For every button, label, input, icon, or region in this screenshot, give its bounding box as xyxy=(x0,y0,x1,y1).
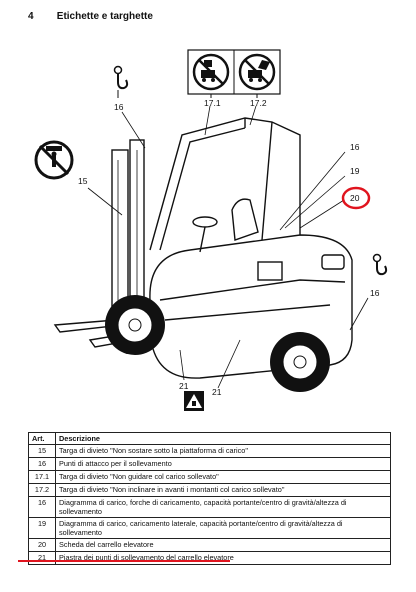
row-art: 15 xyxy=(28,444,56,458)
row-description: Diagramma di carico, forche di caricamen… xyxy=(55,496,391,518)
table-row: 16 Diagramma di carico, forche di carica… xyxy=(28,496,391,518)
row-art: 16 xyxy=(28,457,56,471)
highlight-underline xyxy=(18,560,230,562)
row-art: 21 xyxy=(28,551,56,565)
no-standing-under-load-icon xyxy=(34,140,74,180)
column-header-art: Art. xyxy=(28,432,56,445)
row-description: Piastra dei punti di sollevamento del ca… xyxy=(55,551,391,565)
callout-16-hook: 16 xyxy=(114,102,124,112)
callout-17-2: 17.2 xyxy=(250,98,267,108)
forklift-illustration: 16 17.1 17.2 15 16 19 20 16 21 21 xyxy=(34,49,388,411)
row-art: 17.2 xyxy=(28,483,56,497)
row-description: Punti di attacco per il sollevamento xyxy=(55,457,391,471)
lifting-point-plate-icon xyxy=(184,391,204,411)
rear-wheel xyxy=(270,332,330,392)
page-header: 4 Etichette e targhette xyxy=(28,11,153,22)
callout-21-right: 21 xyxy=(212,387,222,397)
callout-16-rear-hook: 16 xyxy=(370,288,380,298)
callout-21-left: 21 xyxy=(179,381,189,391)
callout-15: 15 xyxy=(78,176,88,186)
section-title: Etichette e targhette xyxy=(56,11,153,22)
row-description: Diagramma di carico, caricamento lateral… xyxy=(55,517,391,539)
lifting-hook-icon xyxy=(372,253,388,276)
callout-20: 20 xyxy=(350,193,360,203)
table-row: 20 Scheda del carrello elevatore xyxy=(28,538,391,552)
prohibition-signs-17 xyxy=(187,49,281,95)
table-row: 16 Punti di attacco per il sollevamento xyxy=(28,457,391,471)
column-header-description: Descrizione xyxy=(55,432,391,445)
row-art: 20 xyxy=(28,538,56,552)
row-art: 17.1 xyxy=(28,470,56,484)
row-art: 16 xyxy=(28,496,56,518)
table-row: 17.1 Targa di divieto "Non guidare col c… xyxy=(28,470,391,484)
no-tilting-forward-icon xyxy=(238,53,276,91)
table-row: 17.2 Targa di divieto "Non inclinare in … xyxy=(28,483,391,497)
row-description: Targa di divieto "Non inclinare in avant… xyxy=(55,483,391,497)
table-header-row: Art. Descrizione xyxy=(28,432,391,445)
table-row: 21 Piastra dei punti di sollevamento del… xyxy=(28,551,391,565)
no-driving-with-raised-load-icon xyxy=(192,53,230,91)
front-wheel xyxy=(105,295,165,355)
row-description: Targa di divieto "Non guidare col carico… xyxy=(55,470,391,484)
callout-17-1: 17.1 xyxy=(204,98,221,108)
callout-19: 19 xyxy=(350,166,360,176)
table-row: 15 Targa di divieto "Non sostare sotto l… xyxy=(28,444,391,458)
parts-table: Art. Descrizione 15 Targa di divieto "No… xyxy=(28,432,391,565)
callout-16-load-chart: 16 xyxy=(350,142,360,152)
row-description: Targa di divieto "Non sostare sotto la p… xyxy=(55,444,391,458)
row-description: Scheda del carrello elevatore xyxy=(55,538,391,552)
table-row: 19 Diagramma di carico, caricamento late… xyxy=(28,517,391,539)
section-number: 4 xyxy=(28,11,34,22)
lifting-hook-icon xyxy=(113,65,129,90)
highlight-circle xyxy=(341,186,371,210)
row-art: 19 xyxy=(28,517,56,539)
